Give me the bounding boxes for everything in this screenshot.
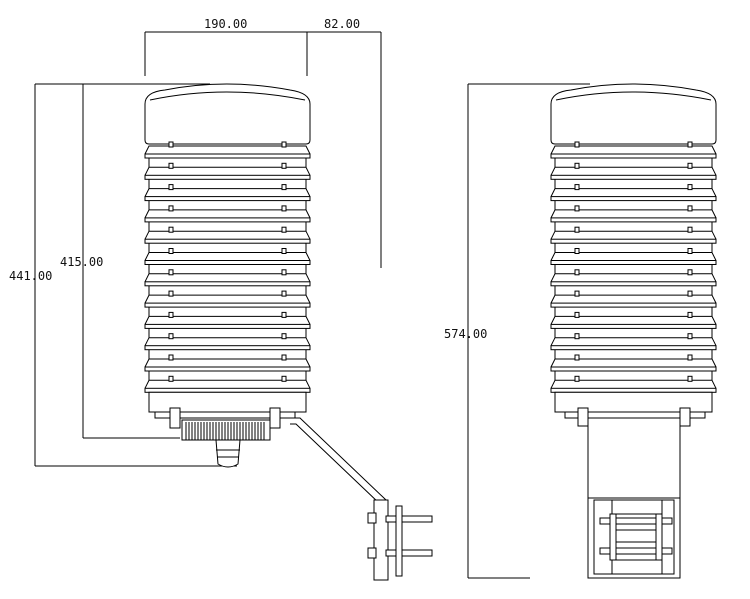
louver-plate — [550, 311, 717, 338]
louver-plate — [550, 269, 717, 296]
side-view: 190.00 82.00 441.00 415.00 — [9, 17, 433, 581]
louver-plate — [550, 162, 717, 189]
louver-plate — [144, 141, 311, 168]
shield-cap-front — [550, 83, 717, 145]
louver-stack-front — [550, 141, 717, 413]
louver-plate — [144, 269, 311, 296]
louver-plate — [550, 290, 717, 317]
louver-plate — [550, 205, 717, 232]
louver-plate — [550, 354, 717, 381]
louver-plate — [144, 205, 311, 232]
dim-offset-label: 82.00 — [324, 17, 360, 31]
dimension-top: 190.00 82.00 — [144, 17, 382, 268]
louver-plate — [144, 162, 311, 189]
base-mount — [154, 407, 296, 468]
dimension-right: 574.00 — [444, 83, 590, 579]
dim-inner-height-label: 415.00 — [60, 255, 103, 269]
base-mount-front — [564, 407, 706, 579]
louver-plate — [144, 184, 311, 210]
shield-cap — [144, 83, 311, 145]
dimension-left: 441.00 415.00 — [9, 83, 237, 467]
louver-plate — [144, 311, 311, 338]
louver-stack — [144, 141, 311, 413]
louver-plate — [144, 226, 311, 253]
dim-outer-height-label: 441.00 — [9, 269, 52, 283]
louver-plate — [550, 226, 717, 253]
louver-plate — [550, 333, 717, 359]
louver-plate — [144, 248, 311, 274]
louver-plate — [144, 354, 311, 381]
mounting-bracket — [290, 417, 433, 581]
louver-plate — [550, 141, 717, 168]
louver-plate — [144, 333, 311, 359]
louver-plate — [144, 290, 311, 317]
louver-plate — [550, 248, 717, 274]
dim-width-label: 190.00 — [204, 17, 247, 31]
front-view: 574.00 — [444, 83, 717, 579]
louver-plate — [550, 184, 717, 210]
dim-total-height-label: 574.00 — [444, 327, 487, 341]
